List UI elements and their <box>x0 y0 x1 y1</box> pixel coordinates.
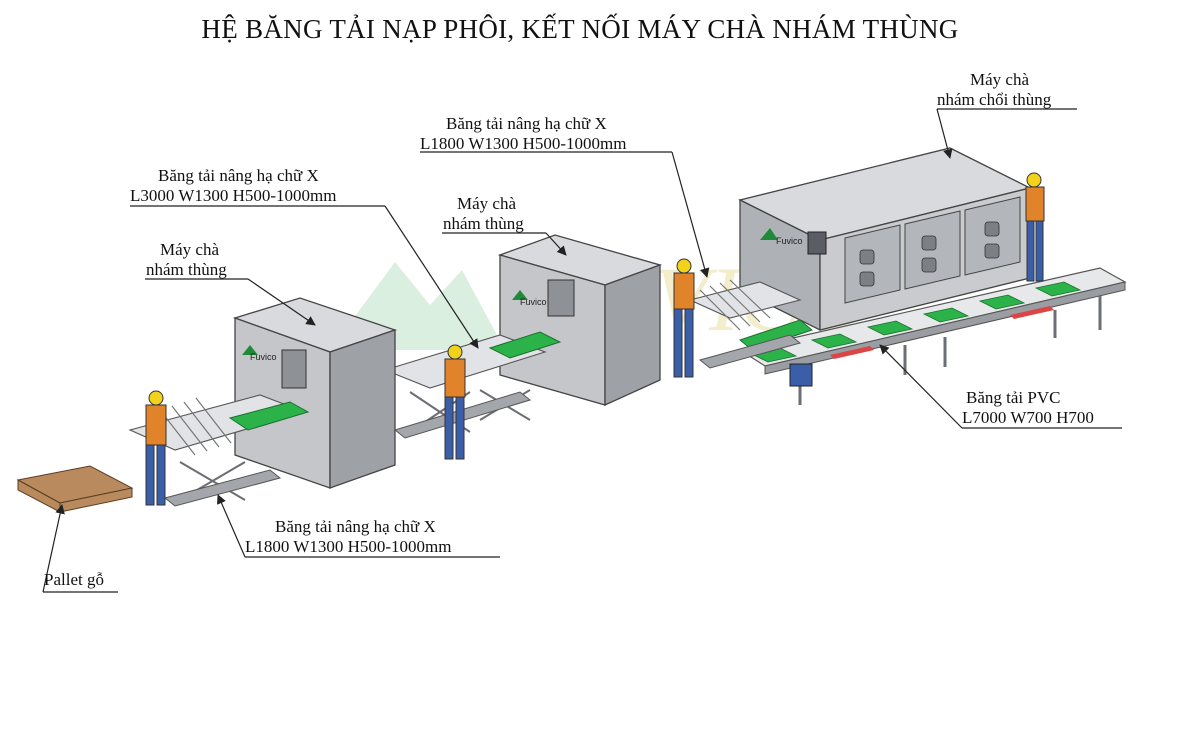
label-conveyor-top-mid: Băng tải nâng hạ chữ X L1800 W1300 H500-… <box>420 114 627 154</box>
label-conveyor-left-top: Băng tải nâng hạ chữ X L3000 W1300 H500-… <box>130 166 337 206</box>
label-sander-right: Máy chà nhám chổi thùng <box>937 70 1051 110</box>
label-line: Máy chà <box>160 240 220 259</box>
label-line: L1800 W1300 H500-1000mm <box>420 134 627 153</box>
label-pvc-conveyor: Băng tải PVC L7000 W700 H700 <box>962 388 1094 428</box>
label-line: Máy chà <box>457 194 517 213</box>
sander-machine-middle: Fuvico <box>497 234 663 407</box>
label-line: L1800 W1300 H500-1000mm <box>245 537 452 556</box>
pvc-conveyor <box>738 267 1127 405</box>
label-line: nhám chổi thùng <box>937 90 1052 109</box>
x-lift-conveyor-upper <box>688 279 814 369</box>
label-line: nhám thùng <box>443 214 524 233</box>
svg-text:Fuvico: Fuvico <box>776 236 803 246</box>
worker-4 <box>1025 172 1045 282</box>
label-line: L7000 W700 H700 <box>962 408 1094 427</box>
svg-text:Fuvico: Fuvico <box>250 352 277 362</box>
label-pallet: Pallet gỗ <box>44 570 104 590</box>
label-line: nhám thùng <box>146 260 227 279</box>
worker-3 <box>673 258 695 378</box>
label-sander-middle: Máy chà nhám thùng <box>443 194 524 234</box>
label-line: Băng tải nâng hạ chữ X <box>158 166 319 185</box>
label-line: Băng tải nâng hạ chữ X <box>275 517 436 536</box>
label-line: Băng tải nâng hạ chữ X <box>446 114 607 133</box>
label-line: Máy chà <box>970 70 1030 89</box>
page-title: HỆ BĂNG TẢI NẠP PHÔI, KẾT NỐI MÁY CHÀ NH… <box>201 14 959 44</box>
worker-2 <box>444 344 466 460</box>
label-sander-left: Máy chà nhám thùng <box>146 240 227 280</box>
label-line: L3000 W1300 H500-1000mm <box>130 186 337 205</box>
leader-lines <box>42 108 1122 593</box>
label-line: Băng tải PVC <box>966 388 1061 407</box>
label-line: Pallet gỗ <box>44 570 104 589</box>
svg-text:Fuvico: Fuvico <box>520 297 547 307</box>
label-conveyor-bottom: Băng tải nâng hạ chữ X L1800 W1300 H500-… <box>245 517 452 557</box>
worker-1 <box>145 390 167 506</box>
sander-machine-left: Fuvico <box>232 297 398 489</box>
wooden-pallet <box>16 465 134 513</box>
